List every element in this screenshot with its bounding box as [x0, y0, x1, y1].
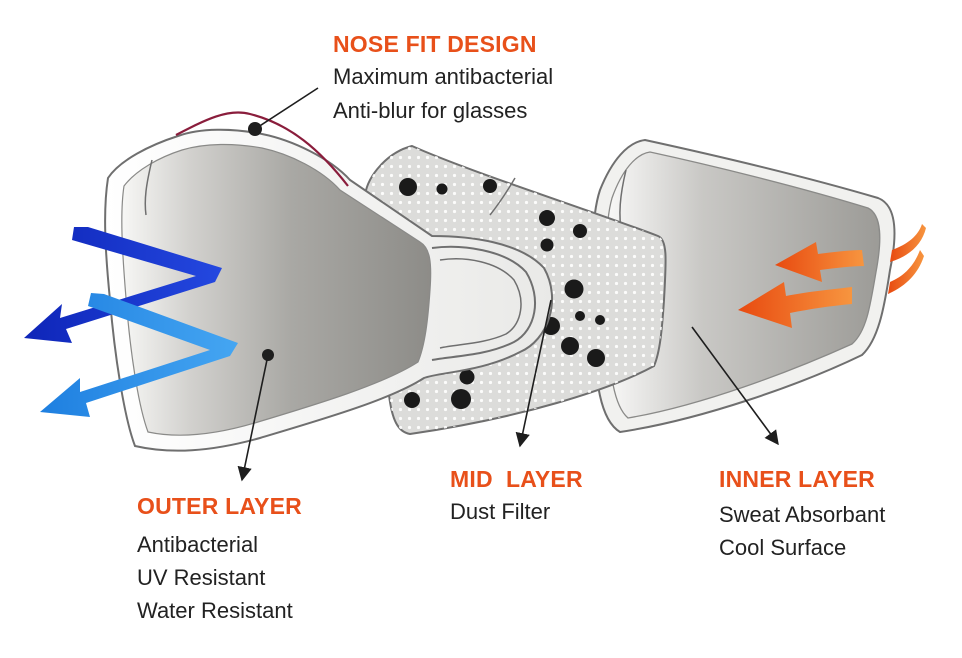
outer-leader-line: [237, 354, 269, 482]
dust-particle-icon: [564, 279, 584, 299]
dust-particle-icon: [459, 369, 475, 385]
nose-leader-line: [254, 87, 319, 130]
outer-layer-title: OUTER LAYER: [137, 493, 302, 519]
inner-layer-label: INNER LAYER Sweat Absorbant Cool Surface: [719, 465, 885, 564]
outflow-arrow-icon: [40, 293, 238, 417]
outer-layer-nose-cutout-inner: [439, 258, 522, 349]
dust-particle-icon: [399, 178, 417, 196]
dust-particle-icon: [587, 349, 605, 367]
nose-fit-line-1: Maximum antibacterial: [333, 63, 554, 89]
inflow-arrow-icon: [775, 242, 864, 282]
dust-particle-icon: [404, 392, 420, 408]
nose-wire: [175, 111, 349, 187]
nose-fit-title: NOSE FIT DESIGN: [333, 31, 537, 57]
outer-layer-nose-cutout: [431, 245, 537, 361]
inflow-arrows: [738, 224, 926, 328]
dust-particle-icon: [539, 210, 555, 226]
dust-particle-icon: [575, 311, 585, 321]
dust-particle-icon: [451, 389, 471, 409]
nose-fit-line-2: Anti-blur for glasses: [333, 97, 528, 123]
dust-particle-icon: [561, 337, 579, 355]
nose-fit-label: NOSE FIT DESIGN Maximum antibacterial An…: [333, 30, 553, 128]
inner-layer-line-1: Sweat Absorbant: [719, 501, 886, 527]
inner-layer-line-2: Cool Surface: [719, 534, 847, 560]
inflow-arrow-icon: [888, 250, 924, 294]
leader-lines: [237, 87, 779, 482]
mid-layer-line-1: Dust Filter: [450, 498, 551, 524]
dust-particle-icon: [573, 224, 587, 238]
outer-layer-line-2: UV Resistant: [137, 564, 266, 590]
outflow-arrow-icon: [24, 227, 222, 343]
outer-layer-line-1: Antibacterial: [137, 531, 259, 557]
mid-layer-label: MID LAYER Dust Filter: [450, 465, 583, 526]
outer-layer-fold: [144, 159, 153, 216]
mid-layer-fold: [489, 177, 516, 216]
inflow-arrow-icon: [738, 282, 852, 328]
dust-particle-icon: [595, 315, 605, 325]
inner-leader-line: [691, 326, 779, 446]
dust-particle-icon: [483, 179, 497, 193]
inner-layer-title: INNER LAYER: [719, 466, 875, 492]
outer-layer-label: OUTER LAYER Antibacterial UV Resistant W…: [137, 492, 302, 627]
outer-layer-line-3: Water Resistant: [137, 597, 293, 623]
mid-layer-title: MID LAYER: [450, 466, 583, 492]
dust-particle-icon: [540, 238, 554, 252]
inflow-arrow-icon: [890, 224, 926, 262]
dust-particle-icon: [436, 183, 448, 195]
mid-leader-line: [515, 299, 552, 448]
outflow-arrows: [24, 227, 238, 417]
